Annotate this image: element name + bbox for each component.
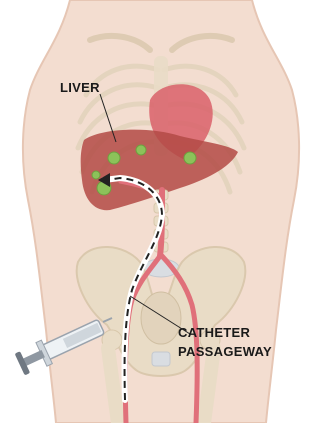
catheter-label-line2: PASSAGEWAY [178, 344, 272, 359]
tumor-3 [184, 152, 196, 164]
catheter-label-line1: CATHETER [178, 325, 251, 340]
pubic-symphysis [152, 352, 170, 366]
femur-right [204, 348, 214, 423]
liver-label: LIVER [60, 80, 100, 95]
tumor-5 [92, 171, 100, 179]
tumor-2 [136, 145, 146, 155]
femur-left [108, 348, 118, 423]
tumor-1 [108, 152, 120, 164]
sacrum [141, 292, 181, 344]
